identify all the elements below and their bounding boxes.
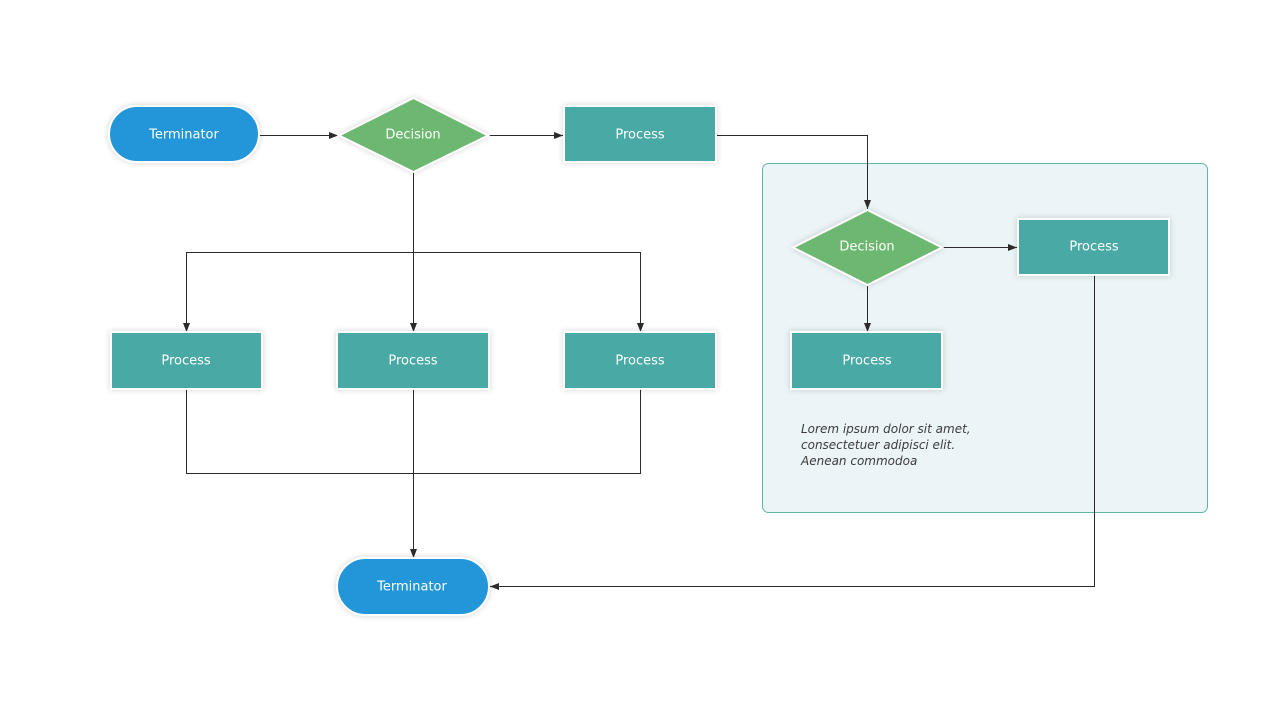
connector-group-process-right-to-end <box>490 276 1095 590</box>
decision-group[interactable]: Decision <box>790 208 945 287</box>
connector-process-left-to-merge <box>186 389 414 474</box>
decision-group-label: Decision <box>839 240 894 255</box>
process-group-bottom[interactable]: Process <box>790 331 943 390</box>
decision-main-label: Decision <box>385 128 440 143</box>
process-group-right-label: Process <box>1069 240 1119 255</box>
group-note-line-2: consectetuer adipisci elit. <box>801 438 956 452</box>
process-center-label: Process <box>388 354 438 369</box>
process-right[interactable]: Process <box>563 331 717 390</box>
terminator-end-label: Terminator <box>376 580 447 595</box>
process-group-bottom-label: Process <box>842 354 892 369</box>
process-group-right[interactable]: Process <box>1017 218 1170 276</box>
group-note-line-1: Lorem ipsum dolor sit amet, <box>801 422 971 436</box>
terminator-end[interactable]: Terminator <box>336 557 490 616</box>
connector-branch-to-process-right <box>413 252 644 332</box>
connector-branch-to-process-left <box>183 252 414 332</box>
decision-main[interactable]: Decision <box>336 96 491 174</box>
terminator-start-label: Terminator <box>148 128 219 143</box>
group-note-line-3: Aenean commodoa <box>801 454 918 468</box>
process-left[interactable]: Process <box>110 331 263 390</box>
connector-process-top-to-group-decision <box>716 135 871 209</box>
process-center[interactable]: Process <box>336 331 490 390</box>
process-top[interactable]: Process <box>563 105 717 163</box>
terminator-start[interactable]: Terminator <box>108 105 260 163</box>
connectors <box>183 132 1095 590</box>
process-top-label: Process <box>615 128 665 143</box>
group-note: Lorem ipsum dolor sit amet, consectetuer… <box>801 421 1021 469</box>
connector-process-right-to-merge <box>413 389 641 474</box>
process-left-label: Process <box>161 354 211 369</box>
process-right-label: Process <box>615 354 665 369</box>
